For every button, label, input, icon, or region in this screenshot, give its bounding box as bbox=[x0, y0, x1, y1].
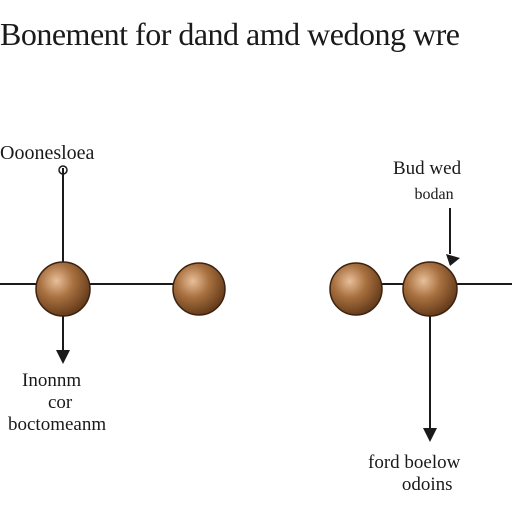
left-top-label-line: Ooonesloea bbox=[0, 142, 95, 164]
right-bottom-label-line-2: odoins bbox=[401, 473, 453, 495]
right-down-arrow-icon bbox=[423, 428, 437, 442]
left-top-marker-icon bbox=[58, 165, 68, 175]
right-top-label-line-1: Bud wed bbox=[393, 158, 462, 179]
right-atom-2 bbox=[402, 261, 458, 317]
diagram-title: Bonement for dand amd wedong wre bbox=[0, 16, 460, 52]
right-top-label: Bud wed bodan bbox=[393, 158, 461, 204]
right-atom-1 bbox=[329, 262, 383, 316]
left-bottom-label: Inonnm cor boctomeanm bbox=[8, 370, 106, 436]
left-atom-1 bbox=[35, 261, 91, 317]
right-top-label-line-2: bodan bbox=[414, 185, 454, 203]
right-top-pointer-icon bbox=[446, 254, 460, 266]
right-bottom-label-line-1: ford boelow bbox=[368, 452, 461, 473]
left-bottom-label-line-2: cor bbox=[48, 391, 73, 413]
right-bottom-label: ford boelow odoins bbox=[368, 452, 460, 496]
left-bottom-label-line-3: boctomeanm bbox=[8, 413, 107, 435]
left-atom-2 bbox=[172, 262, 226, 316]
left-top-label: Ooonesloea bbox=[0, 142, 94, 165]
left-bottom-label-line-1: Inonnm bbox=[22, 370, 82, 391]
left-down-arrow-icon bbox=[56, 350, 70, 364]
